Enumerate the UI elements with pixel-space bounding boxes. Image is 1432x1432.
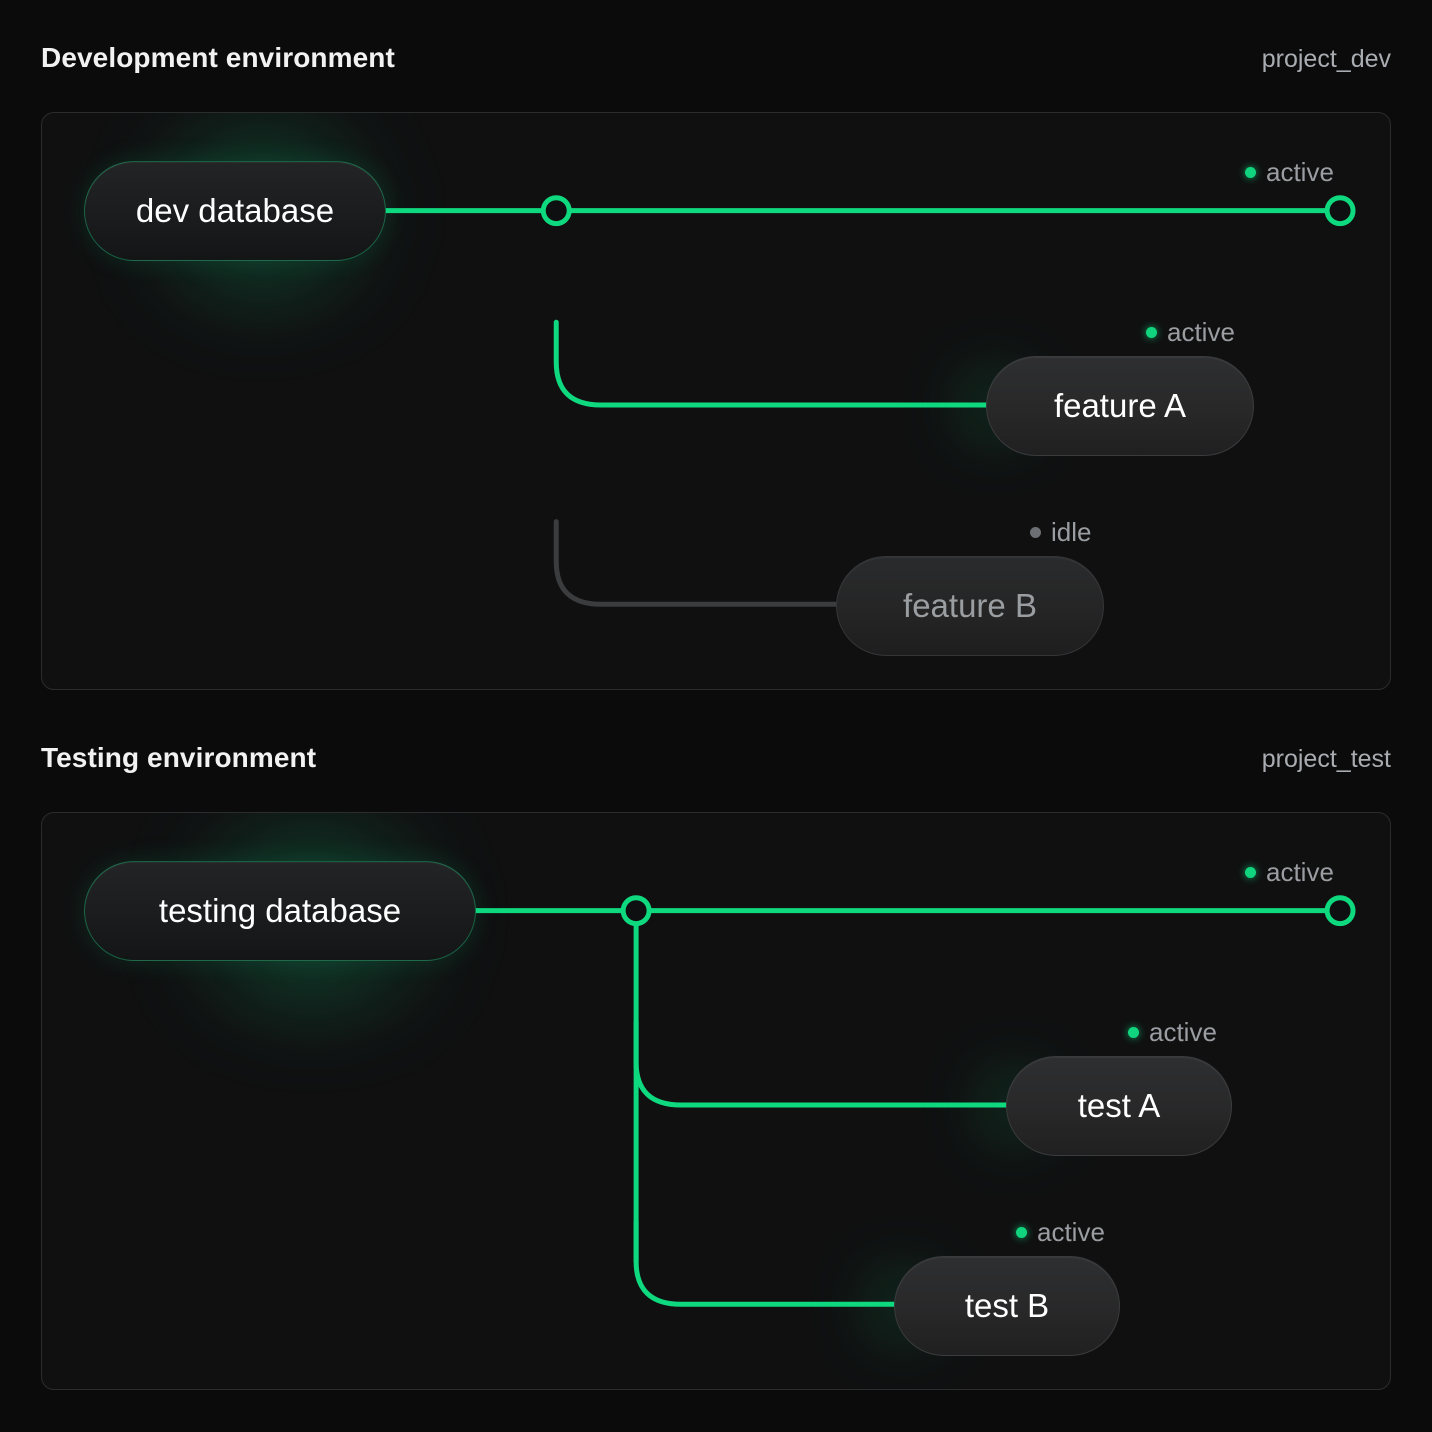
project-label-test: project_test	[1261, 745, 1391, 773]
section-title-testing: Testing environment	[41, 742, 317, 773]
project-label-dev: project_dev	[1261, 45, 1391, 73]
section-header-development: Development environment project_dev	[41, 42, 1391, 82]
status-label: active	[1167, 317, 1235, 347]
node-label: test A	[1077, 1087, 1161, 1124]
section-header-testing: Testing environment project_test	[41, 742, 1391, 782]
status-badge-trunk-dev: active	[1245, 157, 1334, 188]
node-test-a[interactable]: test A	[1006, 1056, 1232, 1156]
status-badge-test-b: active	[1016, 1217, 1105, 1248]
node-label: testing database	[158, 892, 402, 929]
status-label: idle	[1051, 517, 1092, 547]
status-badge-test-a: active	[1128, 1017, 1217, 1048]
status-badge-trunk-test: active	[1245, 857, 1334, 888]
node-testing-database[interactable]: testing database	[84, 861, 476, 961]
status-badge-feature-b: idle	[1030, 517, 1091, 548]
environment-panel-development: active active idle dev database feature …	[41, 112, 1391, 690]
status-dot-icon	[1245, 867, 1256, 878]
status-label: active	[1149, 1017, 1217, 1047]
node-label: test B	[964, 1287, 1050, 1324]
status-label: active	[1266, 857, 1334, 887]
status-dot-icon	[1030, 527, 1041, 538]
node-test-b[interactable]: test B	[894, 1256, 1120, 1356]
status-dot-icon	[1146, 327, 1157, 338]
status-dot-icon	[1245, 167, 1256, 178]
page-title: Development environment	[41, 42, 395, 73]
node-label: dev database	[135, 192, 335, 229]
status-label: active	[1266, 157, 1334, 187]
node-dev-database[interactable]: dev database	[84, 161, 386, 261]
node-label: feature B	[903, 587, 1037, 624]
status-dot-icon	[1128, 1027, 1139, 1038]
status-badge-feature-a: active	[1146, 317, 1235, 348]
node-feature-b[interactable]: feature B	[836, 556, 1104, 656]
environment-panel-testing: active active active testing database te…	[41, 812, 1391, 1390]
status-dot-icon	[1016, 1227, 1027, 1238]
node-label: feature A	[1053, 387, 1187, 424]
node-feature-a[interactable]: feature A	[986, 356, 1254, 456]
status-label: active	[1037, 1217, 1105, 1247]
